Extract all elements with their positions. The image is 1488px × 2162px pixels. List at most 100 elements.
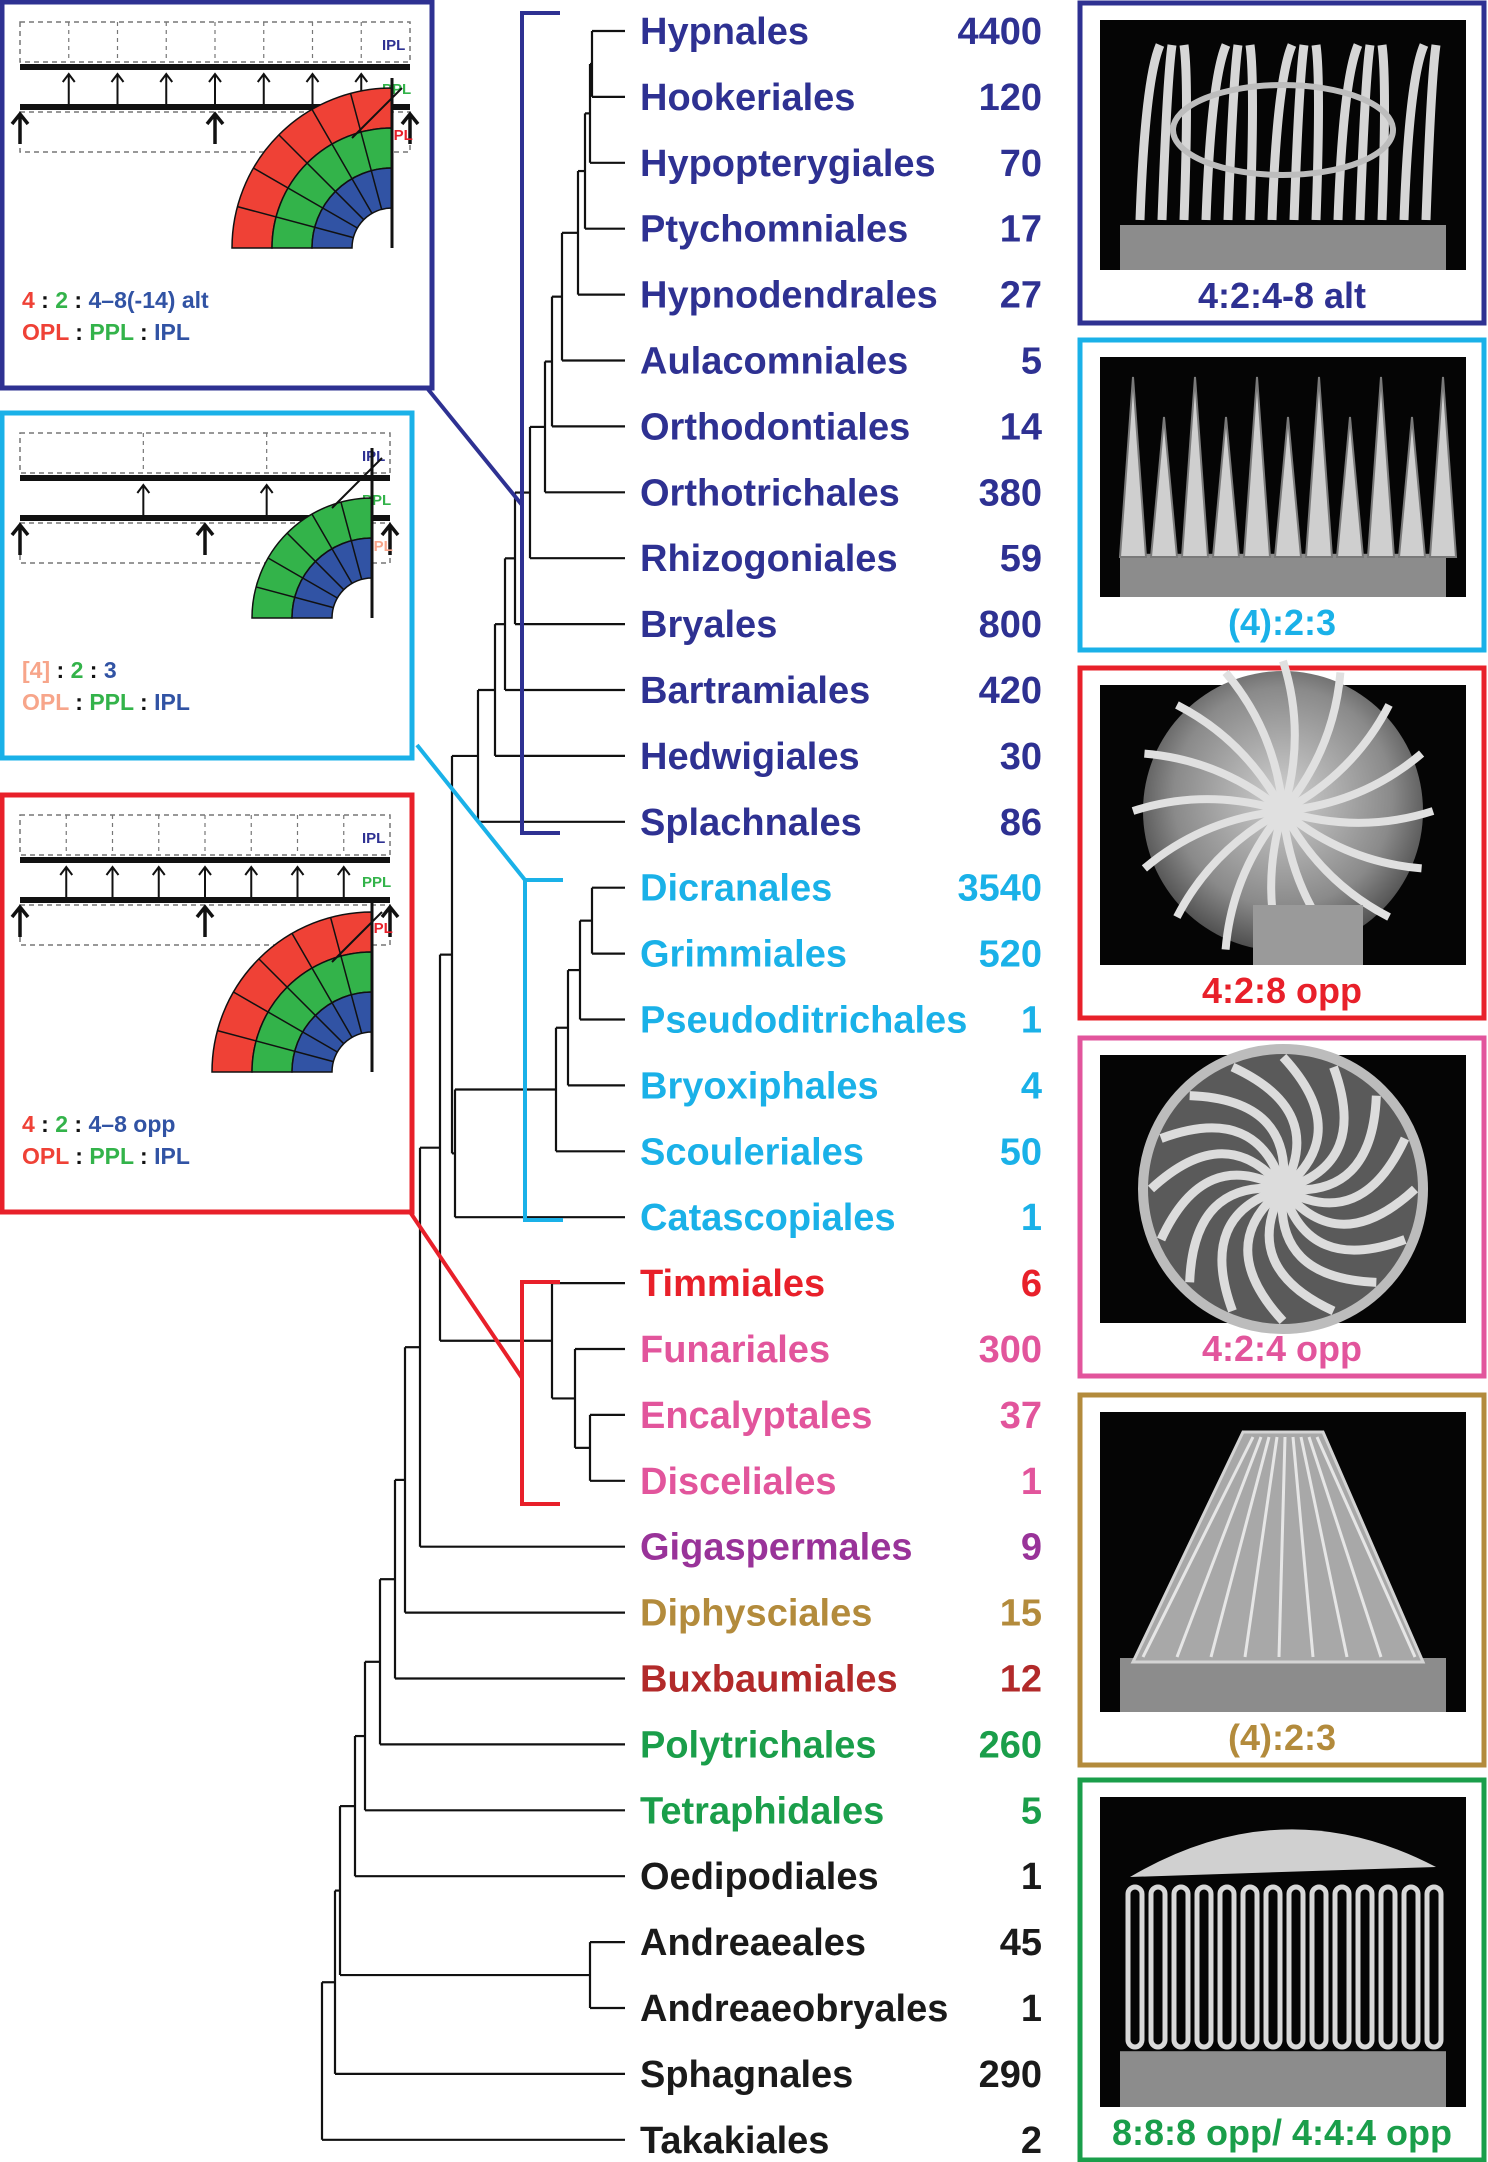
taxon-row: Aulacomniales 5 [640, 341, 1042, 383]
layer-legend: OPL : PPL : IPL [22, 319, 190, 345]
sem-photo-panel: (4):2:3 [1077, 1392, 1487, 1768]
sem-micrograph-image [1100, 1412, 1466, 1712]
ppl-label: PPL [362, 874, 391, 891]
species-count: 1 [1021, 1197, 1042, 1239]
sem-photo-panel: (4):2:3 [1077, 337, 1487, 653]
species-count: 2 [1021, 2120, 1042, 2162]
taxon-name: Hookeriales [640, 77, 855, 119]
sem-photo-panel: 4:2:4 opp [1077, 1035, 1487, 1379]
taxon-row: Orthotrichales 380 [640, 472, 1042, 514]
peristome-quarter-ring [211, 902, 383, 1073]
taxon-name: Bryoxiphales [640, 1065, 879, 1107]
taxon-name: Funariales [640, 1329, 830, 1371]
taxon-name: Orthodontiales [640, 406, 910, 448]
tooth-formula: 4 : 2 : 4–8 opp [22, 1111, 175, 1137]
taxon-name: Hypnodendrales [640, 275, 938, 317]
photo-caption: 4:2:8 opp [1202, 970, 1362, 1011]
species-count: 4400 [957, 11, 1042, 53]
species-count: 15 [1000, 1593, 1042, 1635]
species-count: 3540 [957, 868, 1042, 910]
photo-caption: 8:8:8 opp/ 4:4:4 opp [1112, 2112, 1452, 2153]
species-count: 800 [979, 604, 1042, 646]
taxon-row: Funariales 300 [640, 1329, 1042, 1371]
clade-bracket-light-blue [523, 878, 563, 1222]
taxon-row: Takakiales 2 [640, 2120, 1042, 2162]
species-count: 27 [1000, 275, 1042, 317]
species-count: 9 [1021, 1527, 1042, 1569]
species-count: 1 [1021, 1000, 1042, 1042]
species-count: 420 [979, 670, 1042, 712]
ipl-label: IPL [362, 830, 385, 847]
species-count: 300 [979, 1329, 1042, 1371]
species-count: 380 [979, 472, 1042, 514]
species-count: 12 [1000, 1659, 1042, 1701]
photo-caption: 4:2:4 opp [1202, 1328, 1362, 1369]
taxon-name: Dicranales [640, 868, 832, 910]
species-count: 45 [1000, 1922, 1042, 1964]
sem-micrograph-image [1100, 1797, 1466, 2107]
species-count: 5 [1021, 341, 1042, 383]
taxon-name: Polytrichales [640, 1724, 877, 1766]
taxon-row: Bryoxiphales 4 [640, 1065, 1042, 1107]
taxon-name: Pseudoditrichales [640, 1000, 967, 1042]
taxon-name: Orthotrichales [640, 472, 900, 514]
sem-photo-panel: 4:2:8 opp [1077, 659, 1487, 1021]
taxon-name: Disceliales [640, 1461, 836, 1503]
clade-brackets [408, 11, 563, 1506]
sem-micrograph-image [1100, 659, 1466, 965]
taxon-name: Bartramiales [640, 670, 870, 712]
taxon-name: Aulacomniales [640, 341, 908, 383]
phylogenetic-tree [320, 29, 625, 2141]
species-count: 50 [1000, 1131, 1042, 1173]
species-count: 6 [1021, 1263, 1042, 1305]
taxon-name: Takakiales [640, 2120, 829, 2162]
taxon-row: Disceliales 1 [640, 1461, 1042, 1503]
species-count: 14 [1000, 406, 1042, 448]
taxon-name: Sphagnales [640, 2054, 853, 2096]
species-count: 520 [979, 934, 1042, 976]
taxon-name: Andreaeales [640, 1922, 866, 1964]
species-count: 4 [1021, 1065, 1042, 1107]
species-count: 86 [1000, 802, 1042, 844]
taxon-row: Andreaeales 45 [640, 1922, 1042, 1964]
taxon-row: Bartramiales 420 [640, 670, 1042, 712]
taxon-row: Hypnodendrales 27 [640, 275, 1042, 317]
taxon-name: Scouleriales [640, 1131, 864, 1173]
taxon-row: Dicranales 3540 [640, 868, 1042, 910]
species-count: 70 [1000, 143, 1042, 185]
species-count: 260 [979, 1724, 1042, 1766]
taxon-row: Polytrichales 260 [640, 1724, 1042, 1766]
photo-caption: (4):2:3 [1228, 602, 1336, 643]
sem-photo-panel: 8:8:8 opp/ 4:4:4 opp [1077, 1777, 1487, 2162]
connector-line-light-blue [415, 743, 527, 882]
species-count: 1 [1021, 1461, 1042, 1503]
peristome-quarter-ring [251, 448, 383, 619]
species-count: 1 [1021, 1988, 1042, 2030]
ipl-label: IPL [382, 37, 405, 54]
taxon-row: Sphagnales 290 [640, 2054, 1042, 2096]
species-count: 37 [1000, 1395, 1042, 1437]
ipl-label: IPL [362, 448, 385, 465]
species-count: 290 [979, 2054, 1042, 2096]
layer-legend: OPL : PPL : IPL [22, 1143, 190, 1169]
taxon-name: Oedipodiales [640, 1856, 879, 1898]
peristome-layer-schematic [10, 814, 400, 946]
taxon-name: Splachnales [640, 802, 862, 844]
taxon-name: Rhizogoniales [640, 538, 898, 580]
